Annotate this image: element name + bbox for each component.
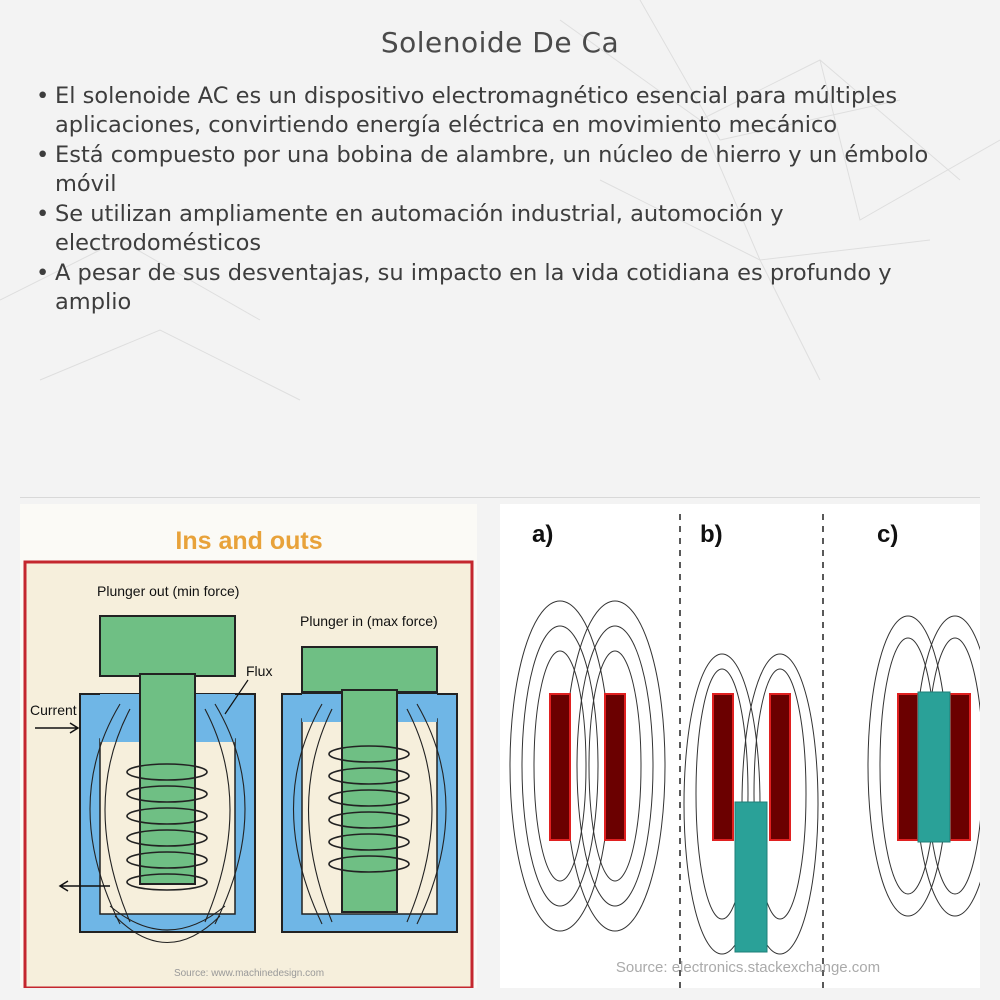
bullet-item: •A pesar de sus desventajas, su impacto … xyxy=(34,259,964,317)
flux-pointer xyxy=(224,679,249,715)
coil-bar xyxy=(604,693,626,841)
diagram-heading: Ins and outs xyxy=(175,527,322,555)
page-title: Solenoide De Ca xyxy=(380,26,620,59)
bullet-text: A pesar de sus desventajas, su impacto e… xyxy=(55,260,892,315)
solenoid-plunger-in: Plunger in (max force) xyxy=(281,613,458,933)
solenoid-plunger-out: Plunger out (min force) Current Flux xyxy=(30,583,272,944)
label-flux: Flux xyxy=(246,663,272,679)
current-in-arrow xyxy=(35,722,80,734)
left-figure-source: Source: www.machinedesign.com xyxy=(174,968,324,979)
label-plunger-out: Plunger out (min force) xyxy=(97,583,239,599)
bullet-list: •El solenoide AC es un dispositivo elect… xyxy=(34,82,964,318)
field-diagram-svg: a) b) c) xyxy=(500,504,996,988)
plunger-core xyxy=(734,801,768,953)
section-divider xyxy=(20,497,980,498)
panel-label-c: c) xyxy=(877,521,898,548)
bullet-marker: • xyxy=(36,142,50,168)
coil-bar xyxy=(769,693,791,841)
panel-label-b: b) xyxy=(700,521,723,548)
bullet-marker: • xyxy=(36,83,50,109)
bullet-marker: • xyxy=(36,260,50,286)
coil-bar xyxy=(897,693,919,841)
plunger-core xyxy=(917,691,951,843)
bullet-marker: • xyxy=(36,201,50,227)
panel-a xyxy=(509,600,666,932)
label-plunger-in: Plunger in (max force) xyxy=(300,613,438,629)
panel-b xyxy=(683,653,819,955)
bullet-text: Se utilizan ampliamente en automación in… xyxy=(55,201,784,256)
coil-bar xyxy=(949,693,971,841)
right-figure-source: Source: electronics.stackexchange.com xyxy=(616,959,880,976)
panel-c xyxy=(867,615,996,917)
solenoid-diagram-image: Ins and outs xyxy=(20,504,477,990)
bullet-item: •El solenoide AC es un dispositivo elect… xyxy=(34,82,964,140)
background-texture xyxy=(0,0,1000,401)
bullet-text: Está compuesto por una bobina de alambre… xyxy=(55,142,929,197)
panel-label-a: a) xyxy=(532,521,553,548)
current-out-arrow xyxy=(58,880,110,892)
magnetic-field-diagram-image: a) b) c) xyxy=(500,504,996,988)
bullet-text: El solenoide AC es un dispositivo electr… xyxy=(55,83,898,138)
bullet-item: •Está compuesto por una bobina de alambr… xyxy=(34,141,964,199)
bullet-item: •Se utilizan ampliamente en automación i… xyxy=(34,200,964,258)
coil-bar xyxy=(712,693,734,841)
coil-bar xyxy=(549,693,571,841)
solenoid-diagram-svg: Ins and outs xyxy=(20,504,477,990)
label-current: Current xyxy=(30,702,77,718)
